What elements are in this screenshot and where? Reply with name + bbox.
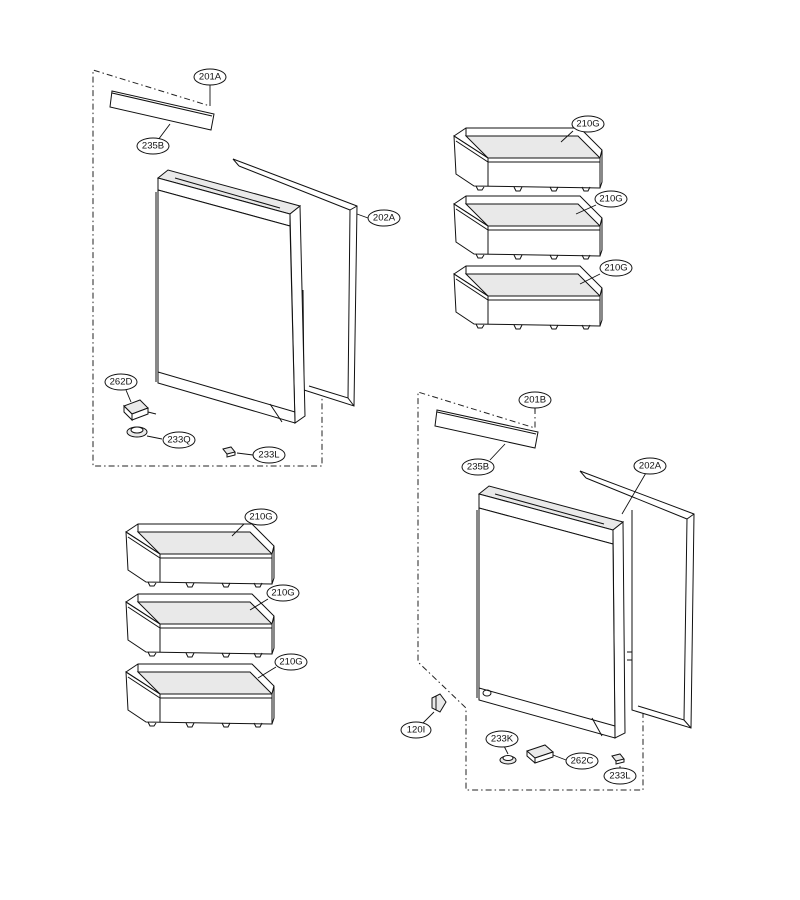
callout-210g-lower-2: 210G xyxy=(266,584,300,602)
left-cap-part xyxy=(126,426,148,438)
svg-text:210G: 210G xyxy=(604,263,627,274)
svg-text:201B: 201B xyxy=(524,395,546,406)
callout-233k: 233K xyxy=(485,730,519,748)
right-hinge-cover-part xyxy=(526,744,554,764)
basket-upper-2 xyxy=(453,195,603,260)
basket-lower-3 xyxy=(125,663,275,728)
callout-210g-upper-3: 210G xyxy=(599,259,633,277)
callout-233l-left: 233L xyxy=(252,446,286,464)
svg-text:210G: 210G xyxy=(271,588,294,599)
left-stopper-part xyxy=(222,446,236,458)
basket-lower-1 xyxy=(125,523,275,588)
basket-upper-1 xyxy=(453,127,603,192)
callout-202a-left: 202A xyxy=(367,209,401,227)
svg-text:210G: 210G xyxy=(279,657,302,668)
right-door-panel xyxy=(476,485,626,739)
callout-233l-right: 233L xyxy=(603,767,637,785)
lower-left-basket-stack: 210G 210G 210G xyxy=(125,508,308,728)
upper-right-basket-stack: 210G 210G 210G xyxy=(453,115,633,330)
callout-262d: 262D xyxy=(104,373,138,391)
callout-233q: 233Q xyxy=(162,431,196,449)
right-door-assembly: 201B 235B 202A 120I 233K 262C 233L xyxy=(400,391,695,791)
left-door-panel xyxy=(155,169,306,424)
right-assembly-boundary xyxy=(417,391,644,791)
callout-210g-lower-3: 210G xyxy=(274,653,308,671)
callout-202a-right: 202A xyxy=(633,457,667,475)
callout-235b-left: 235B xyxy=(136,137,170,155)
left-trim-strip xyxy=(109,90,215,131)
callout-210g-upper-1: 210G xyxy=(571,115,605,133)
basket-lower-2 xyxy=(125,593,275,658)
svg-text:210G: 210G xyxy=(576,119,599,130)
basket-upper-3 xyxy=(453,265,603,330)
callout-235b-right: 235B xyxy=(461,458,495,476)
right-stopper-part xyxy=(611,753,625,765)
svg-text:262D: 262D xyxy=(110,377,133,388)
callout-120i: 120I xyxy=(400,721,432,739)
svg-text:202A: 202A xyxy=(373,213,396,224)
callout-262c: 262C xyxy=(565,752,599,770)
svg-text:233L: 233L xyxy=(258,450,279,461)
callout-210g-lower-1: 210G xyxy=(244,508,278,526)
svg-text:262C: 262C xyxy=(571,756,594,767)
svg-text:201A: 201A xyxy=(199,72,222,83)
svg-text:210G: 210G xyxy=(249,512,272,523)
left-door-assembly: 201A 235B 202A 262D 233Q 233L xyxy=(92,68,401,467)
svg-text:233K: 233K xyxy=(491,734,514,745)
callout-201a: 201A xyxy=(193,68,227,86)
right-hinge-part xyxy=(431,693,447,713)
svg-text:202A: 202A xyxy=(639,461,662,472)
left-hinge-cover-part xyxy=(123,399,157,422)
svg-text:235B: 235B xyxy=(467,462,489,473)
right-cap-part xyxy=(499,755,517,765)
svg-text:233Q: 233Q xyxy=(167,435,190,446)
svg-text:120I: 120I xyxy=(407,725,426,736)
svg-text:233L: 233L xyxy=(609,771,630,782)
svg-text:235B: 235B xyxy=(142,141,164,152)
left-assembly-boundary xyxy=(92,69,323,467)
callout-201b: 201B xyxy=(518,391,552,409)
right-door-gasket xyxy=(579,470,695,729)
callout-210g-upper-2: 210G xyxy=(594,190,628,208)
svg-text:210G: 210G xyxy=(599,194,622,205)
right-trim-strip xyxy=(434,409,539,449)
